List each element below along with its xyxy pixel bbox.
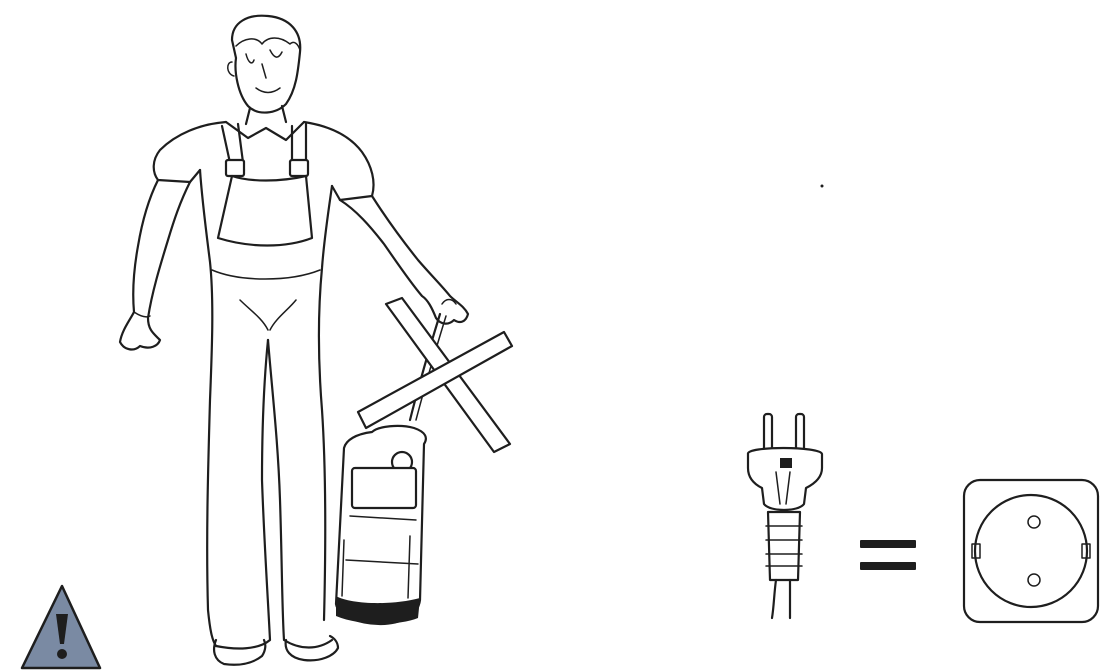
submersible-pump-icon [334,312,447,626]
schuko-plug-icon [746,412,824,620]
warning-triangle-icon [20,584,102,670]
worker-in-overalls-icon [118,14,470,666]
prohibition-cross-icon [356,296,514,454]
schuko-socket-icon [962,478,1100,624]
equals-sign-icon [860,540,916,570]
stray-dot [820,184,824,188]
